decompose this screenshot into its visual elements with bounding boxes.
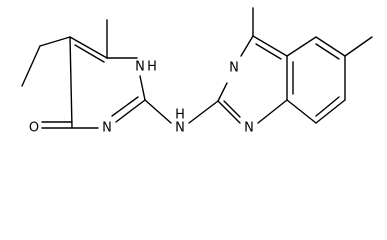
atom-nh-nitrogen: N bbox=[175, 121, 185, 136]
bond-c2-n3 bbox=[115, 99, 146, 123]
bond-qc4a-qc5 bbox=[286, 36, 317, 57]
bond-qc4-qc4a bbox=[252, 35, 288, 57]
bond-qc8a-qn1 bbox=[257, 99, 288, 124]
bond-nh-qc2 bbox=[188, 100, 219, 124]
bond-qc5-qc6-double bbox=[315, 43, 340, 60]
atom-n3: N bbox=[102, 121, 112, 136]
bond-qc4-qc4a-double bbox=[255, 43, 282, 60]
atom-n1: N bbox=[135, 60, 145, 75]
atom-quinazoline-n3: N bbox=[229, 61, 239, 76]
bond-c5-c6 bbox=[69, 36, 108, 59]
bond-qc8-qc8a bbox=[286, 99, 317, 124]
bond-c5-c6-double bbox=[74, 44, 105, 63]
bond-qn3-qc4 bbox=[240, 35, 254, 57]
atom-oxygen: O bbox=[29, 121, 39, 136]
bond-n1-c2 bbox=[139, 75, 146, 101]
bond-c4-c5 bbox=[69, 36, 73, 129]
bond-ch2-ch3 bbox=[21, 45, 41, 87]
bond-c2-nh bbox=[144, 99, 172, 124]
molecule-structure: O N N H N H N N bbox=[21, 7, 373, 136]
bond-c2-n3-double bbox=[111, 96, 139, 117]
bond-qc6-methyl bbox=[344, 36, 373, 57]
bond-qc7-qc8-double bbox=[315, 96, 340, 117]
bond-qc5-qc6 bbox=[315, 36, 346, 57]
bond-qc7-qc8 bbox=[315, 99, 346, 124]
atom-n1-hydrogen: H bbox=[147, 60, 157, 75]
bond-qn1-qc2-double bbox=[223, 100, 241, 118]
bond-qc2-qn3 bbox=[217, 82, 228, 102]
atom-quinazoline-n1: N bbox=[244, 121, 254, 136]
bond-c5-ch2 bbox=[39, 36, 71, 47]
atom-nh-hydrogen: H bbox=[175, 108, 185, 123]
bond-qn1-qc2 bbox=[217, 100, 241, 124]
